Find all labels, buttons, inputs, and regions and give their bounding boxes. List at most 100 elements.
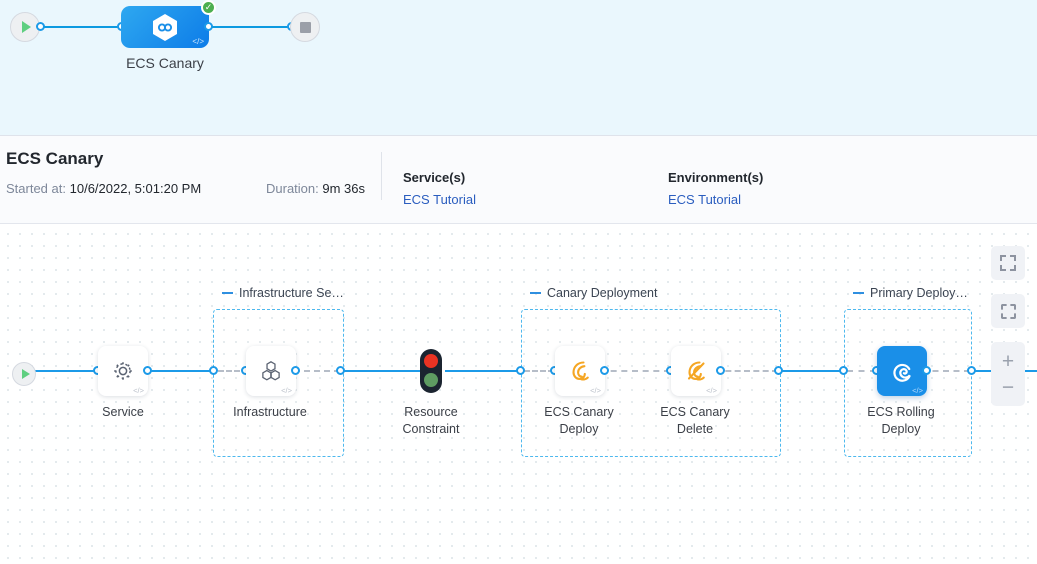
code-badge: </> <box>281 386 292 395</box>
connector-dashed-rolling-in <box>847 370 876 372</box>
port-group-primary-out[interactable] <box>967 366 976 375</box>
step-label-line1: ECS Canary <box>544 405 614 419</box>
port-canary-deploy-out[interactable] <box>600 366 609 375</box>
port-infrastructure-out[interactable] <box>291 366 300 375</box>
started-at-value: 10/6/2022, 5:01:20 PM <box>69 181 202 196</box>
started-at: Started at: 10/6/2022, 5:01:20 PM <box>6 181 202 196</box>
connector-dashed-canary-deploy-in <box>524 370 554 372</box>
port-group-canary-out[interactable] <box>774 366 783 375</box>
connector-dashed-infra-in <box>218 370 248 372</box>
stage-node-ecs-canary[interactable]: </> <box>121 6 209 48</box>
connector-resource-constraint-to-canary-group <box>445 370 520 372</box>
group-label-text: Infrastructure Se… <box>239 286 344 300</box>
step-label-line2: Constraint <box>402 422 460 436</box>
connector-ecs-canary-to-end <box>212 26 292 28</box>
connector-service-to-group-infra <box>146 370 214 372</box>
collapse-dash-icon[interactable] <box>530 292 541 294</box>
step-node-service[interactable]: </> <box>98 346 148 396</box>
step-label-line1: ECS Canary <box>660 405 730 419</box>
select-box-icon <box>1000 303 1016 319</box>
step-node-ecs-canary-delete[interactable]: </> <box>671 346 721 396</box>
connector-dashed-infra-out <box>294 370 340 372</box>
step-label-ecs-canary-deploy: ECS Canary Deploy <box>509 404 649 438</box>
zoom-in-button[interactable]: + <box>1001 349 1015 373</box>
ecs-rolling-icon <box>892 363 911 382</box>
collapse-dash-icon[interactable] <box>222 292 233 294</box>
port-service-out[interactable] <box>143 366 152 375</box>
connector-start-to-service <box>33 370 101 372</box>
code-badge: </> <box>133 386 144 395</box>
select-box-button[interactable] <box>991 294 1025 328</box>
port-canary-delete-out[interactable] <box>716 366 725 375</box>
canary-bird-delete-icon <box>687 361 705 381</box>
step-label-line2: Deploy <box>559 422 599 436</box>
execution-details-bar: ECS Canary Started at: 10/6/2022, 5:01:2… <box>0 136 1037 224</box>
connector-infra-to-resource-constraint <box>344 370 420 372</box>
hexagon-cluster-icon <box>262 361 280 381</box>
step-label-resource-constraint: Resource Constraint <box>361 404 501 438</box>
code-badge: </> <box>706 386 717 395</box>
group-infrastructure-section[interactable]: Infrastructure Se… <box>213 286 344 457</box>
gear-icon <box>114 362 132 380</box>
environments-link[interactable]: ECS Tutorial <box>668 192 741 207</box>
started-at-label: Started at <box>6 181 63 196</box>
duration-label: Duration <box>266 181 316 196</box>
stop-icon <box>299 21 311 33</box>
step-label-line1: ECS Rolling <box>867 405 935 419</box>
connector-dashed-canary-delete-out <box>716 370 778 372</box>
page-title: ECS Canary <box>6 149 104 168</box>
harness-infinity-hexagon-icon <box>152 13 178 42</box>
collapse-dash-icon[interactable] <box>853 292 864 294</box>
group-label-text: Primary Deploy… <box>870 286 968 300</box>
play-icon <box>21 369 30 379</box>
pipeline-overview-strip: </> ✓ ECS Canary <box>0 0 1037 136</box>
services-column: Service(s) ECS Tutorial <box>403 170 476 207</box>
step-label-line1: Resource <box>404 405 458 419</box>
connector-dashed-rolling-out <box>922 370 970 372</box>
stage-start-node[interactable] <box>12 362 36 386</box>
code-badge: </> <box>192 37 204 46</box>
group-label-text: Canary Deployment <box>547 286 658 300</box>
duration-value: 9m 36s <box>322 181 366 196</box>
step-label-line2: Deploy <box>881 422 921 436</box>
pipeline-end-node[interactable] <box>290 12 320 42</box>
status-badge-success: ✓ <box>201 0 216 15</box>
port-group-primary-in[interactable] <box>839 366 848 375</box>
zoom-controls[interactable]: + − <box>991 342 1025 406</box>
step-label-ecs-rolling-deploy: ECS Rolling Deploy <box>831 404 971 438</box>
step-node-infrastructure[interactable]: </> <box>246 346 296 396</box>
port-rolling-deploy-out[interactable] <box>922 366 931 375</box>
connector-start-to-ecs-canary <box>44 26 122 28</box>
step-node-resource-constraint[interactable] <box>420 349 442 393</box>
step-label-infrastructure: Infrastructure <box>233 405 307 419</box>
details-divider <box>381 152 382 200</box>
fullscreen-icon <box>1000 255 1016 271</box>
connector-canary-group-to-primary-group <box>782 370 844 372</box>
code-badge: </> <box>912 386 923 395</box>
canary-bird-icon <box>572 361 589 381</box>
services-link[interactable]: ECS Tutorial <box>403 192 476 207</box>
environments-header: Environment(s) <box>668 170 764 185</box>
traffic-light-red-icon <box>424 354 438 368</box>
zoom-out-button[interactable]: − <box>1001 375 1015 399</box>
step-label-ecs-canary-delete: ECS Canary Delete <box>625 404 765 438</box>
duration: Duration: 9m 36s <box>266 181 366 196</box>
play-icon <box>22 21 31 33</box>
pipeline-overview-canvas[interactable]: </> ✓ ECS Canary <box>0 0 1037 136</box>
code-badge: </> <box>590 386 601 395</box>
port-group-infra-in[interactable] <box>209 366 218 375</box>
stage-execution-canvas[interactable]: Infrastructure Se… Canary Deployment Pri… <box>0 224 1037 564</box>
connector-dashed-canary-deploy-to-delete <box>600 370 670 372</box>
port-group-infra-out[interactable] <box>336 366 345 375</box>
environments-column: Environment(s) ECS Tutorial <box>668 170 763 207</box>
port-group-canary-in[interactable] <box>516 366 525 375</box>
group-label-canary-deployment: Canary Deployment <box>530 286 657 300</box>
step-label-service: Service <box>102 405 144 419</box>
step-node-ecs-canary-deploy[interactable]: </> <box>555 346 605 396</box>
traffic-light-green-icon <box>424 373 438 387</box>
fullscreen-button[interactable] <box>991 246 1025 280</box>
step-node-ecs-rolling-deploy[interactable]: </> <box>877 346 927 396</box>
group-label-primary-deployment: Primary Deploy… <box>853 286 968 300</box>
pipeline-start-node[interactable] <box>10 12 40 42</box>
